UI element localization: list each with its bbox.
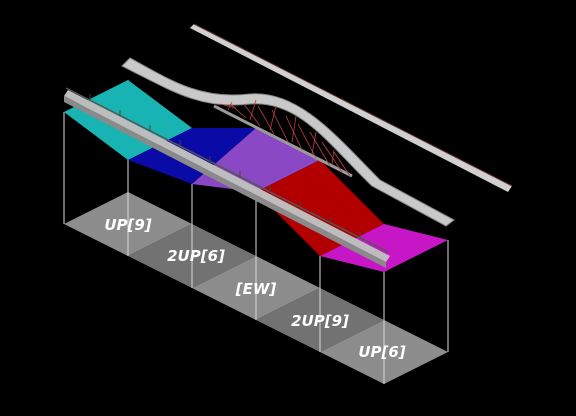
railing-posts (89, 94, 361, 238)
zone-label-5: UP[6] (358, 343, 405, 361)
zone-label-1: UP[9] (104, 216, 151, 234)
zone-plane-5 (320, 224, 448, 272)
near-bridge (64, 87, 390, 268)
zone-label-2: 2UP[6] (167, 247, 225, 265)
arch-truss (213, 99, 353, 178)
zone-label-4: 2UP[9] (291, 312, 349, 330)
far-rail (190, 23, 513, 192)
arch-bridge (121, 57, 455, 227)
zone-plane-4 (256, 160, 384, 256)
zone-label-3: [EW] (235, 280, 277, 298)
